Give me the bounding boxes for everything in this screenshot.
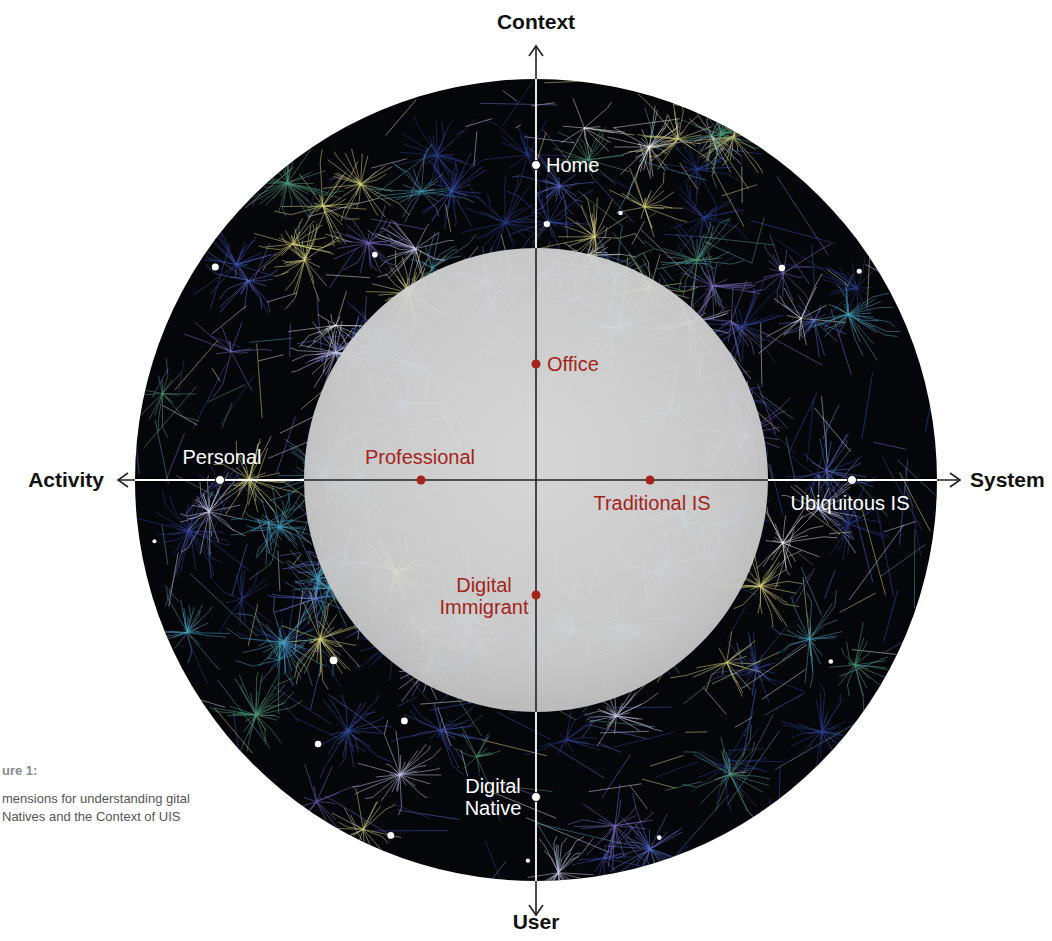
axis-point-label: Traditional IS (593, 492, 710, 514)
star (330, 656, 338, 664)
star (544, 221, 550, 227)
star (387, 832, 394, 839)
star (315, 741, 321, 747)
star (372, 252, 378, 258)
star (829, 659, 834, 664)
texture-strokes (172, 90, 918, 912)
figure-caption: mensions for understanding gital Natives… (2, 790, 232, 826)
axis-title: System (970, 468, 1045, 491)
star (212, 264, 219, 271)
figure-number: ure 1: (2, 764, 37, 778)
axis-point-label: Ubiquitous IS (791, 492, 910, 514)
axis-point-label: Digital Native (458, 775, 528, 819)
star (401, 717, 408, 724)
axis-point-label: Office (547, 353, 599, 375)
star (657, 835, 662, 840)
axis-point-label: Home (546, 154, 599, 176)
star (526, 859, 530, 863)
texture-strokes (152, 103, 907, 869)
axis-title: Context (497, 10, 575, 33)
axis-point-label: Personal (183, 446, 262, 468)
texture-strokes (139, 108, 926, 890)
star (152, 539, 156, 543)
texture-strokes (130, 147, 914, 890)
axis-point-label: Digital Immigrant (438, 574, 530, 618)
star (618, 211, 623, 216)
star (857, 269, 862, 274)
network-texture (112, 81, 935, 913)
axes (118, 46, 960, 915)
star (779, 265, 786, 272)
axis-points (216, 161, 857, 802)
texture-strokes (175, 81, 931, 870)
axis-point-label: Professional (365, 446, 475, 468)
texture-strokes (112, 87, 934, 821)
texture-strokes (163, 98, 896, 818)
axis-title: Activity (28, 468, 104, 491)
axes-on-ring (135, 79, 937, 881)
axis-title: User (513, 910, 560, 933)
